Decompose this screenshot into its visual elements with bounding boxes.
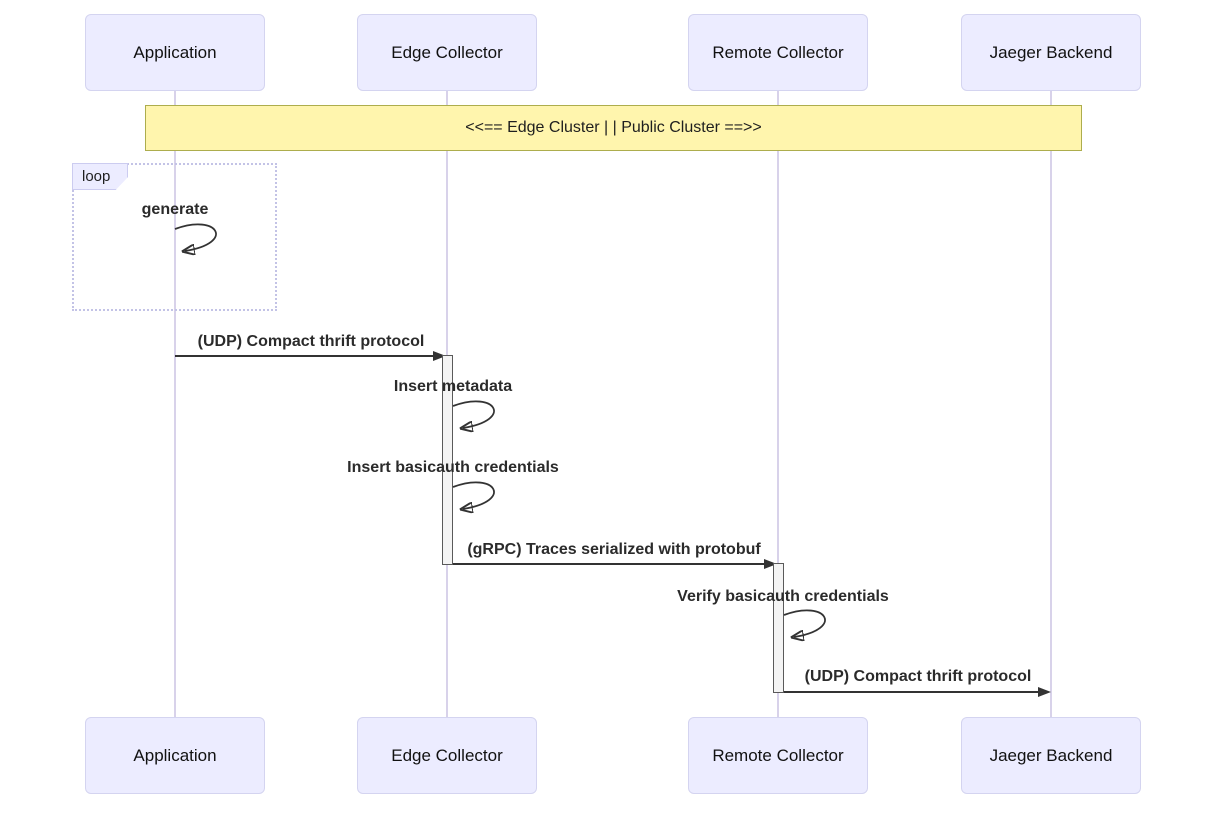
participant-application-bottom: Application xyxy=(85,717,265,794)
participant-label: Remote Collector xyxy=(712,42,844,62)
lifeline-application xyxy=(174,90,176,717)
message-insert-basicauth-text: Insert basicauth credentials xyxy=(347,459,559,476)
cluster-note: <<== Edge Cluster | | Public Cluster ==>… xyxy=(145,105,1082,151)
arrowhead-icon xyxy=(433,351,446,361)
message-udp-thrift-1-arrow xyxy=(175,355,435,357)
participant-edge-collector-bottom: Edge Collector xyxy=(357,717,537,794)
participant-label: Application xyxy=(133,745,217,765)
participant-label: Jaeger Backend xyxy=(989,745,1113,765)
arrowhead-icon xyxy=(452,481,495,509)
participant-remote-collector-top: Remote Collector xyxy=(688,14,868,91)
message-insert-metadata-text: Insert metadata xyxy=(393,378,513,395)
cluster-note-text: <<== Edge Cluster | | Public Cluster ==>… xyxy=(465,119,762,136)
participant-label: Jaeger Backend xyxy=(989,42,1113,62)
loop-label-text: loop xyxy=(82,168,111,185)
lifeline-jaeger-backend xyxy=(1050,90,1052,717)
message-udp-thrift-1-text: (UDP) Compact thrift protocol xyxy=(197,333,425,350)
message-verify-basicauth-text: Verify basicauth credentials xyxy=(677,588,889,605)
self-message-arrow-generate xyxy=(174,223,217,257)
activation-edge-collector xyxy=(442,355,453,565)
message-grpc-protobuf-arrow xyxy=(453,563,766,565)
loop-label: loop xyxy=(72,163,128,190)
participant-application-top: Application xyxy=(85,14,265,91)
participant-label: Edge Collector xyxy=(391,745,503,765)
message-udp-thrift-2-text: (UDP) Compact thrift protocol xyxy=(804,668,1032,685)
arrowhead-icon xyxy=(452,400,495,428)
lifeline-remote-collector xyxy=(777,90,779,717)
participant-edge-collector-top: Edge Collector xyxy=(357,14,537,91)
participant-label: Remote Collector xyxy=(712,745,844,765)
arrowhead-icon xyxy=(174,223,217,251)
self-message-arrow-insert-basicauth xyxy=(452,481,495,515)
activation-remote-collector xyxy=(773,563,784,693)
self-message-arrow-verify-basicauth xyxy=(783,609,826,643)
participant-jaeger-backend-top: Jaeger Backend xyxy=(961,14,1141,91)
participant-label: Application xyxy=(133,42,217,62)
arrowhead-icon xyxy=(783,609,826,637)
arrowhead-icon xyxy=(1038,687,1051,697)
loop-frame xyxy=(72,163,277,311)
message-generate-text: generate xyxy=(141,201,209,218)
arrowhead-icon xyxy=(764,559,777,569)
self-message-arrow-insert-metadata xyxy=(452,400,495,434)
participant-remote-collector-bottom: Remote Collector xyxy=(688,717,868,794)
message-udp-thrift-2-arrow xyxy=(784,691,1040,693)
message-grpc-protobuf-text: (gRPC) Traces serialized with protobuf xyxy=(467,541,761,558)
participant-label: Edge Collector xyxy=(391,42,503,62)
participant-jaeger-backend-bottom: Jaeger Backend xyxy=(961,717,1141,794)
